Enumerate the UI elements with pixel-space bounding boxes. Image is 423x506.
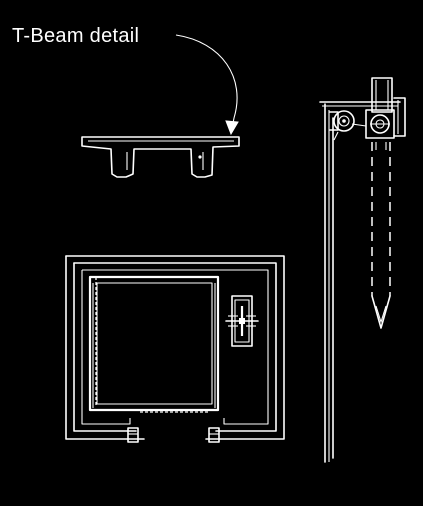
beam-bolt-mark (198, 155, 202, 159)
elevator-cab (88, 275, 220, 412)
door-jamb-right (208, 427, 220, 443)
door-jamb-left (127, 427, 139, 443)
counterweight-travel (371, 142, 391, 329)
hoist-motor (365, 77, 406, 139)
machine-sheave (329, 110, 355, 132)
t-beam-detail (81, 136, 240, 178)
guide-rail-assembly (225, 295, 259, 347)
diagram-title: T-Beam detail (12, 25, 139, 47)
shaft-plan (65, 255, 285, 443)
curved-arrow-icon (175, 34, 239, 136)
shaft-section (319, 77, 406, 463)
